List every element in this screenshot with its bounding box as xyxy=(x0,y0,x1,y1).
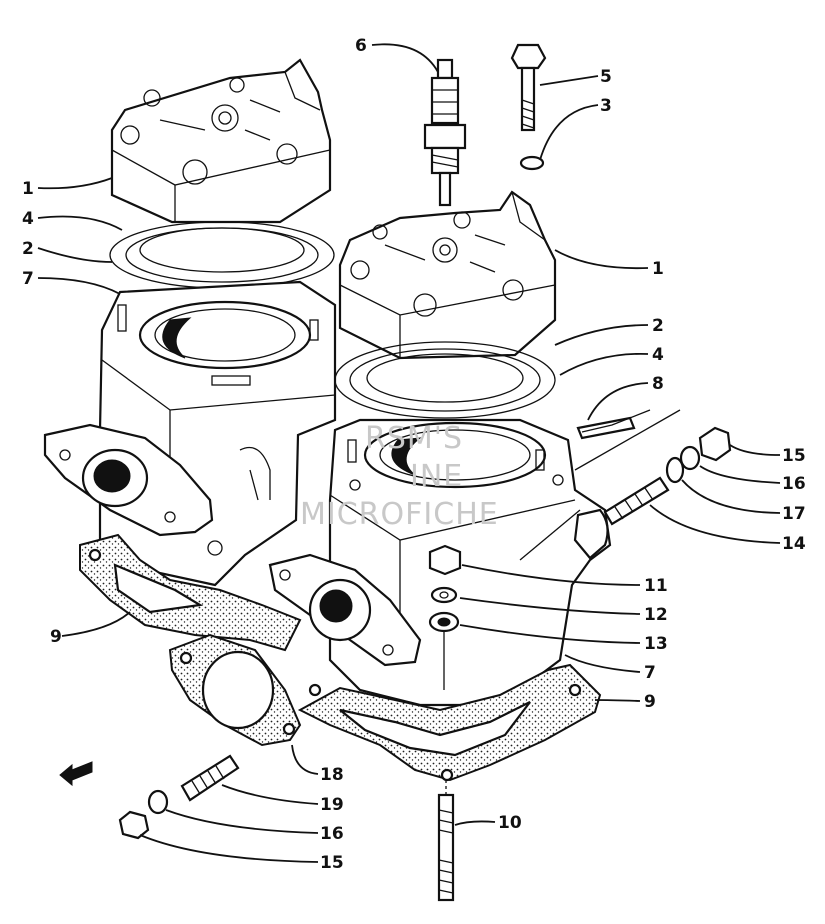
left-intake-flange xyxy=(43,423,214,537)
watermark-line-3: MICROFICHE xyxy=(300,497,499,532)
spark-plug xyxy=(423,58,467,207)
callout-6: 6 xyxy=(355,36,367,56)
callout-16-bottom: 16 xyxy=(320,824,344,844)
watermark-line-1: RSM'S xyxy=(365,421,463,456)
callout-15-bottom: 15 xyxy=(320,853,344,873)
callout-2-left: 2 xyxy=(22,239,34,259)
callout-7-right: 7 xyxy=(644,663,656,683)
bolt-washer xyxy=(519,155,545,171)
callout-8: 8 xyxy=(652,374,664,394)
nut-bottom xyxy=(118,810,150,840)
head-bolt xyxy=(510,43,547,132)
callout-12: 12 xyxy=(644,605,668,625)
guide-line-pin xyxy=(581,409,651,433)
leader-lines xyxy=(37,43,781,863)
callout-1-right: 1 xyxy=(652,259,664,279)
right-head-gasket xyxy=(334,341,556,419)
exhaust-hardware-right xyxy=(603,426,732,526)
callout-13: 13 xyxy=(644,634,668,654)
guide-line-hardware xyxy=(574,409,681,471)
left-head-gasket xyxy=(109,221,335,289)
base-nut-stack xyxy=(428,544,462,690)
front-indicator-icon xyxy=(59,761,93,787)
callout-17: 17 xyxy=(782,504,806,524)
left-cylinder-block xyxy=(98,280,337,587)
callout-15-top: 15 xyxy=(782,446,806,466)
callout-9-left: 9 xyxy=(50,627,62,647)
left-base-gasket xyxy=(79,533,302,652)
callout-16-top: 16 xyxy=(782,474,806,494)
watermark-line-2: INE xyxy=(410,459,463,494)
callout-14: 14 xyxy=(782,534,806,554)
callout-19: 19 xyxy=(320,795,344,815)
right-intake-flange xyxy=(268,553,422,667)
callout-7-left: 7 xyxy=(22,269,34,289)
exhaust-stud xyxy=(180,754,240,802)
callout-18: 18 xyxy=(320,765,344,785)
callout-11: 11 xyxy=(644,576,668,596)
callout-4-left: 4 xyxy=(22,209,34,229)
right-cylinder-head xyxy=(338,190,557,360)
washer-bottom xyxy=(147,789,169,815)
dowel-pin xyxy=(576,416,636,440)
right-cylinder-block xyxy=(328,418,612,707)
base-stud xyxy=(437,780,455,902)
callout-5: 5 xyxy=(600,67,612,87)
right-base-gasket xyxy=(297,663,602,782)
callout-9-right: 9 xyxy=(644,692,656,712)
callout-10: 10 xyxy=(498,813,522,833)
left-cylinder-head xyxy=(110,58,332,224)
callout-2-right: 2 xyxy=(652,316,664,336)
callout-4-right: 4 xyxy=(652,345,664,365)
callout-1-left: 1 xyxy=(22,179,34,199)
left-exhaust-gasket xyxy=(168,633,302,747)
watermark: RSM'S INE MICROFICHE xyxy=(300,421,499,532)
callout-3: 3 xyxy=(600,96,612,116)
